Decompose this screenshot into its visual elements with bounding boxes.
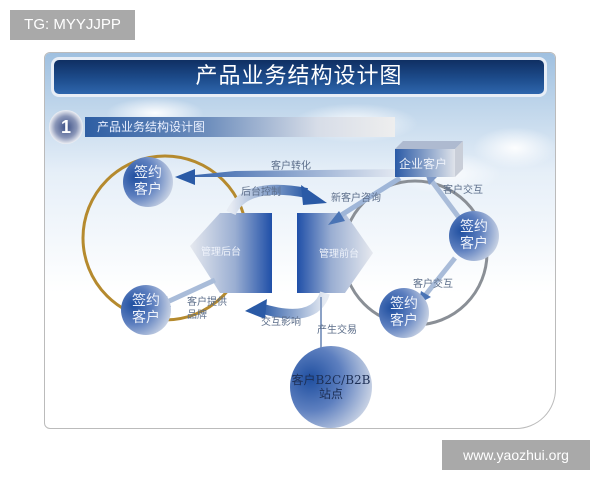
client-site-label-2: 站点 — [318, 387, 343, 401]
client-site-circle: 客户B2C/B2B 站点 — [290, 346, 372, 428]
management-frontend-label: 管理前台 — [319, 249, 359, 260]
generate-transaction-label: 产生交易 — [317, 325, 357, 336]
node-label: 签约 客户 — [390, 296, 418, 329]
node-label: 签约 客户 — [132, 293, 160, 326]
client-conversion-arrow — [175, 169, 401, 177]
enterprise-client-label: 企业客户 — [399, 157, 448, 171]
management-frontend-shape — [297, 213, 373, 293]
provide-brand-label-1: 客户提供 — [187, 297, 227, 308]
backend-control-arrow — [226, 184, 308, 216]
backend-control-label: 后台控制 — [241, 187, 281, 198]
management-backend-label: 管理后台 — [201, 247, 241, 258]
node-label: 签约 客户 — [460, 219, 488, 252]
provide-brand-label-2: 品牌 — [187, 310, 207, 321]
client-interaction-bottom-arrow — [421, 256, 457, 300]
signed-client-bottom-left: 签约 客户 — [121, 285, 171, 335]
client-conversion-label: 客户转化 — [271, 161, 311, 172]
client-interaction-bottom-label: 客户交互 — [413, 279, 453, 290]
diagram-connectors — [81, 141, 489, 353]
slide-title: 产品业务结构设计图 — [195, 64, 403, 89]
new-client-inquiry-label: 新客户咨询 — [331, 193, 381, 204]
signed-client-right-top: 签约 客户 — [449, 211, 499, 261]
provide-brand-arrow — [163, 277, 217, 306]
client-interaction-top-label: 客户交互 — [443, 185, 483, 196]
management-backend-shape — [190, 213, 272, 293]
title-bar: 产品业务结构设计图 — [51, 57, 547, 97]
diagram-slide: 产品业务结构设计图 产品业务结构设计图 1 — [44, 52, 556, 429]
new-client-inquiry-arrow — [333, 175, 402, 222]
watermark: www.yaozhui.org — [442, 440, 590, 470]
section-bar: 产品业务结构设计图 — [85, 117, 395, 137]
signed-client-right-bottom: 签约 客户 — [379, 288, 429, 338]
section-label: 产品业务结构设计图 — [97, 120, 206, 134]
client-site-label-1: 客户B2C/B2B — [291, 372, 371, 387]
node-label: 签约 客户 — [134, 165, 162, 198]
interaction-impact-arrow — [258, 291, 330, 319]
tag-label: TG: MYYJJPP — [10, 10, 135, 40]
enterprise-client-box — [395, 149, 455, 177]
section-number-badge: 1 — [49, 110, 83, 144]
signed-client-top-left: 签约 客户 — [123, 157, 173, 207]
interaction-impact-label: 交互影响 — [261, 317, 301, 328]
